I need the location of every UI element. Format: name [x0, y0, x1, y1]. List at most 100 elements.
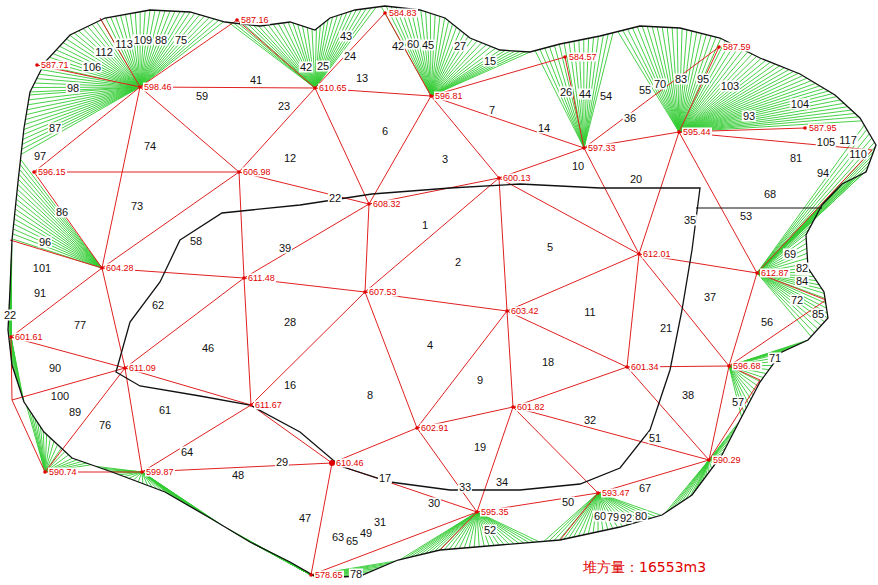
triangle-number: 9: [476, 375, 484, 386]
elevation-label: 610.46: [335, 459, 365, 468]
hatch-line: [391, 7, 431, 96]
hatch-line: [25, 87, 140, 120]
survey-point: [727, 364, 731, 368]
hatch-line: [757, 166, 868, 273]
triangle-number: 21: [659, 323, 673, 334]
hatch-line: [140, 16, 204, 87]
triangle-number: 24: [343, 51, 357, 62]
triangle-number: 68: [763, 189, 777, 200]
elevation-label: 595.44: [682, 128, 712, 137]
triangle-number: 93: [742, 111, 756, 122]
triangle-number: 56: [760, 317, 774, 328]
elevation-label: 602.91: [420, 424, 450, 433]
triangle-edge: [679, 47, 719, 132]
volume-caption: 堆方量：16553m3: [583, 560, 706, 574]
hatch-line: [757, 170, 867, 273]
triangle-number: 103: [720, 81, 740, 92]
triangle-number: 17: [378, 473, 392, 484]
triangle-number: 77: [73, 320, 87, 331]
triangle-number: 35: [683, 215, 697, 226]
triangle-number: 44: [578, 89, 592, 100]
hatch-line: [315, 10, 356, 88]
hatch-line: [757, 129, 867, 273]
triangle-edge: [125, 278, 244, 368]
triangle-edge: [11, 337, 12, 400]
hatch-line: [24, 87, 140, 129]
survey-point: [9, 335, 13, 339]
elevation-label: 596.81: [434, 92, 464, 101]
triangle-number: 117: [838, 135, 858, 146]
triangle-number: 101: [32, 263, 52, 274]
triangle-number: 95: [696, 74, 710, 85]
triangle-number: 59: [195, 91, 209, 102]
triangle-edge: [45, 368, 125, 472]
survey-point: [637, 252, 641, 256]
elevation-label: 584.57: [568, 53, 598, 62]
elevation-label: 601.82: [516, 403, 546, 412]
hatch-line: [234, 23, 315, 88]
survey-point: [123, 366, 127, 370]
triangle-number: 83: [674, 74, 688, 85]
hatch-line: [142, 472, 222, 525]
triangle-number: 61: [158, 405, 172, 416]
hatch-line: [421, 10, 431, 96]
triangle-number: 42: [299, 62, 313, 73]
survey-point: [249, 403, 253, 407]
triangle-edge: [513, 367, 627, 407]
triangle-edge: [315, 13, 385, 88]
hatch-line: [381, 7, 431, 96]
triangle-edge: [385, 13, 431, 96]
triangle-number: 52: [483, 525, 497, 536]
hatch-line: [431, 52, 530, 96]
hatch-line: [142, 472, 183, 503]
hatch-line: [298, 24, 315, 88]
hatch-line: [30, 87, 140, 95]
triangle-number: 2: [454, 257, 462, 268]
hatch-line: [434, 512, 477, 551]
hatch-line: [22, 87, 140, 149]
elevation-label: 590.29: [712, 456, 742, 465]
hatch-line: [431, 46, 491, 96]
elevation-label: 590.74: [48, 468, 78, 477]
triangle-number: 60: [406, 39, 420, 50]
elevation-label: 612.01: [642, 250, 672, 259]
elevation-label: 611.48: [247, 274, 276, 283]
survey-point: [429, 94, 433, 98]
hatch-line: [23, 87, 140, 134]
triangle-edge: [369, 96, 431, 204]
triangle-number: 78: [349, 569, 363, 580]
hatch-line: [757, 273, 827, 313]
hatch-line: [23, 87, 140, 139]
hatch-line: [477, 512, 534, 542]
triangle-edge: [365, 178, 499, 292]
survey-point: [383, 11, 387, 15]
triangle-edge: [679, 132, 757, 273]
hatch-line: [79, 31, 140, 87]
triangle-number: 16: [283, 380, 297, 391]
hatch-line: [268, 25, 315, 88]
triangle-edge: [729, 273, 757, 366]
triangle-number: 105: [816, 137, 836, 148]
triangle-number: 92: [619, 513, 633, 524]
triangle-number: 112: [94, 47, 114, 58]
elevation-label: 608.32: [372, 200, 402, 209]
hatch-line: [477, 512, 509, 544]
hatch-line: [25, 87, 140, 125]
triangle-number: 3: [441, 154, 449, 165]
elevation-label: 596.15: [37, 168, 67, 177]
survey-point: [475, 510, 479, 514]
triangle-edge: [102, 87, 140, 268]
triangle-edge: [365, 292, 417, 428]
triangle-number: 63: [331, 532, 345, 543]
triangle-number: 86: [55, 207, 69, 218]
triangle-number: 110: [848, 149, 868, 160]
elevation-label: 587.95: [808, 124, 838, 133]
hatch-line: [637, 27, 679, 132]
triangle-edge: [513, 407, 709, 460]
triangle-number: 106: [82, 62, 102, 73]
triangle-number: 104: [790, 99, 810, 110]
survey-point: [43, 470, 47, 474]
triangle-number: 85: [811, 309, 825, 320]
triangle-number: 38: [681, 390, 695, 401]
hatch-line: [632, 28, 679, 132]
